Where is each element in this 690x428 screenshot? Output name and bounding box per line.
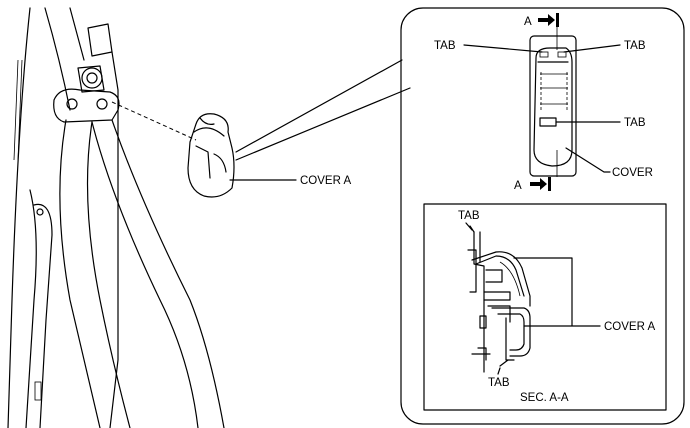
cover-a-section-label: COVER A — [604, 321, 655, 333]
cover-leader — [565, 147, 611, 173]
section-a-label-bottom: A — [514, 180, 522, 192]
cover-front-view — [529, 35, 577, 177]
cover-a-part — [187, 113, 235, 198]
section-a-label-top: A — [524, 16, 532, 28]
section-bar-icon — [548, 177, 551, 191]
section-title: SEC. A-A — [520, 392, 569, 404]
tab-section-top-leader — [465, 222, 473, 231]
seat-belt-webbing — [59, 119, 225, 428]
tab-section-bottom-leader — [497, 367, 501, 375]
belt-anchor — [53, 65, 120, 123]
cover-a-section-bracket — [513, 257, 601, 327]
section-marker-top: A — [524, 13, 559, 28]
section-a-a-drawing — [467, 225, 531, 373]
cover-label: COVER — [612, 167, 653, 179]
cover-a-label: COVER A — [300, 175, 351, 187]
callout-line-lower — [235, 87, 411, 161]
tab-top-right-label: TAB — [624, 40, 646, 52]
tab-section-top-label: TAB — [458, 210, 480, 222]
detail-frame — [400, 7, 685, 425]
section-bar-icon — [556, 13, 559, 27]
arrow-section-marker-icon — [530, 178, 547, 190]
pillar-trim — [7, 7, 119, 428]
dashed-leader — [111, 101, 197, 141]
tab-mid-label: TAB — [624, 117, 646, 129]
callout-line-upper — [235, 59, 403, 153]
section-box — [423, 203, 667, 411]
section-marker-bottom: A — [514, 177, 551, 192]
arrow-section-marker-icon — [538, 14, 555, 26]
tab-section-bottom-label: TAB — [488, 377, 510, 389]
tab-top-left-leader — [463, 44, 543, 53]
tab-top-right-leader — [563, 44, 621, 53]
tab-top-left-label: TAB — [434, 40, 456, 52]
